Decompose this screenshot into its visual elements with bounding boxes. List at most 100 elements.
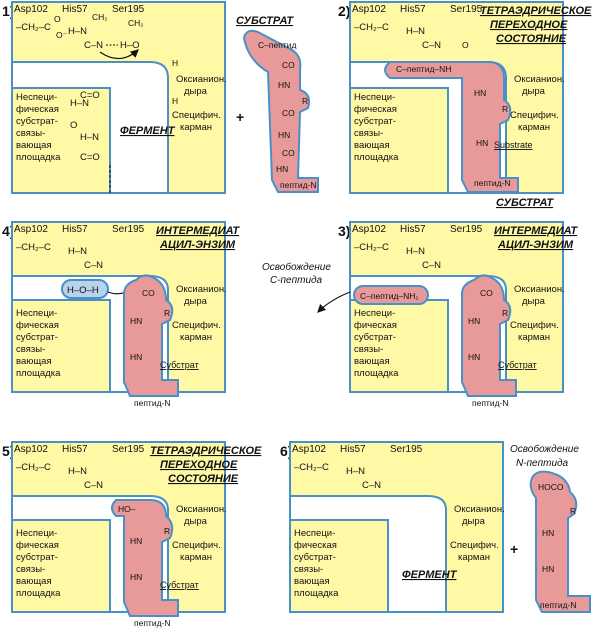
svg-text:N-пептида: N-пептида <box>516 458 569 469</box>
panel-5: 5) Asp102 His57 Ser195 –CH₂–C H–N C–N Ок… <box>2 441 262 628</box>
active-site-cavity <box>289 495 447 613</box>
nonspecific-site: Неспеци- фическая субстрат- связы- вающа… <box>16 528 61 599</box>
substrate-label: Субстрат <box>160 580 199 590</box>
svg-text:R: R <box>164 308 170 318</box>
svg-text:–CH₂–C: –CH₂–C <box>16 242 51 253</box>
ser-ch2: CH₂ <box>128 18 144 28</box>
svg-text:пептид-N: пептид-N <box>472 398 509 408</box>
svg-text:площадка: площадка <box>294 588 339 599</box>
svg-text:Освобождение: Освобождение <box>510 443 579 455</box>
svg-text:ПЕРЕХОДНОЕ: ПЕРЕХОДНОЕ <box>490 19 568 31</box>
release-label-line-2: C-пептида <box>270 275 323 286</box>
oxyanion-label: Оксианион. <box>176 74 227 85</box>
panel-title: ФЕРМЕНТ <box>120 125 176 137</box>
svg-text:–CH₂–C: –CH₂–C <box>294 462 329 473</box>
svg-text:фическая: фическая <box>354 104 397 115</box>
svg-text:связы-: связы- <box>354 128 383 139</box>
substrate-title: СУБСТРАТ <box>236 15 294 27</box>
tetrahedral-substrate <box>111 499 179 617</box>
svg-text:фическая: фическая <box>16 104 59 115</box>
svg-text:пептид-N: пептид-N <box>540 600 577 610</box>
svg-text:связы-: связы- <box>16 128 45 139</box>
acyl-substrate <box>461 274 517 397</box>
svg-text:HN: HN <box>474 88 486 98</box>
svg-text:карман: карман <box>458 552 490 563</box>
n-peptide-release-label: Освобождение N-пептида <box>510 443 579 469</box>
svg-text:O: O <box>462 40 469 50</box>
svg-text:Неспеци-: Неспеци- <box>16 92 57 103</box>
bound-substrate <box>384 61 519 193</box>
svg-text:Ser195: Ser195 <box>112 224 145 235</box>
released-n-peptide <box>529 470 591 613</box>
svg-text:Ser195: Ser195 <box>450 224 483 235</box>
release-label-line-1: Освобождение <box>262 261 331 273</box>
svg-text:Специфич.: Специфич. <box>172 320 221 331</box>
svg-text:O: O <box>70 120 77 131</box>
c-peptide-label: C–пептид <box>258 40 296 50</box>
svg-text:His57: His57 <box>400 224 426 235</box>
released-c-peptide-label: C–пептид–NH₂ <box>360 291 419 301</box>
substrate-label: Субстрат <box>160 360 199 370</box>
svg-text:Неспеци-: Неспеци- <box>16 528 57 539</box>
svg-text:Ser195: Ser195 <box>112 444 145 455</box>
svg-text:CO: CO <box>282 60 295 70</box>
svg-text:фическая: фическая <box>294 540 337 551</box>
svg-text:CO: CO <box>142 288 155 298</box>
svg-text:Asp102: Asp102 <box>292 444 326 455</box>
svg-text:H–N: H–N <box>68 466 87 477</box>
svg-text:ТЕТРАЭДРИЧЕСКОЕ: ТЕТРАЭДРИЧЕСКОЕ <box>480 5 592 17</box>
svg-text:Специфич.: Специфич. <box>450 540 499 551</box>
svg-text:фическая: фическая <box>354 320 397 331</box>
svg-text:карман: карман <box>180 332 212 343</box>
svg-text:Неспеци-: Неспеци- <box>354 92 395 103</box>
svg-text:вающая: вающая <box>354 140 390 151</box>
svg-text:HN: HN <box>278 130 290 140</box>
svg-text:His57: His57 <box>340 444 366 455</box>
svg-text:H–N: H–N <box>68 246 87 257</box>
svg-text:площадка: площадка <box>354 152 399 163</box>
svg-text:Неспеци-: Неспеци- <box>16 308 57 319</box>
nonspecific-site: Неспеци- фическая субстрат- связы- вающа… <box>354 92 399 163</box>
svg-text:H–N: H–N <box>406 26 425 37</box>
svg-text:карман: карман <box>180 552 212 563</box>
svg-text:ТЕТРАЭДРИЧЕСКОЕ: ТЕТРАЭДРИЧЕСКОЕ <box>150 445 262 457</box>
svg-text:Ser195: Ser195 <box>450 4 483 15</box>
svg-text:фическая: фическая <box>16 540 59 551</box>
svg-text:Оксианион.: Оксианион. <box>176 284 227 295</box>
svg-text:R: R <box>164 526 170 536</box>
his57-label: His57 <box>62 4 88 15</box>
svg-text:субстрат-: субстрат- <box>354 332 396 343</box>
svg-text:Asp102: Asp102 <box>352 224 386 235</box>
ho-label: HO– <box>118 504 136 514</box>
svg-text:His57: His57 <box>62 444 88 455</box>
svg-text:АЦИЛ-ЭНЗИМ: АЦИЛ-ЭНЗИМ <box>159 239 236 251</box>
svg-text:карман: карман <box>518 122 550 133</box>
released-c-peptide <box>353 285 429 305</box>
svg-text:HN: HN <box>278 80 290 90</box>
svg-text:R: R <box>502 308 508 318</box>
svg-text:АЦИЛ-ЭНЗИМ: АЦИЛ-ЭНЗИМ <box>497 239 574 251</box>
his-cn: C–N <box>84 40 103 51</box>
svg-text:R: R <box>302 96 308 106</box>
panel-title: ИНТЕРМЕДИАТ АЦИЛ-ЭНЗИМ <box>156 225 240 251</box>
svg-text:Оксианион.: Оксианион. <box>514 74 565 85</box>
water-label: H–O–H <box>67 285 99 296</box>
svg-text:Asp102: Asp102 <box>14 444 48 455</box>
plus-sign: + <box>236 109 244 125</box>
svg-text:His57: His57 <box>400 4 426 15</box>
svg-text:вающая: вающая <box>354 356 390 367</box>
svg-text:HN: HN <box>130 352 142 362</box>
substrate-label: Субстрат <box>498 360 537 370</box>
svg-text:C–N: C–N <box>422 40 441 51</box>
pocket-label: карман <box>180 122 212 133</box>
svg-text:Оксианион.: Оксианион. <box>176 504 227 515</box>
svg-text:HN: HN <box>468 352 480 362</box>
step-number: 2) <box>338 3 350 19</box>
oxyanion-h-2: H <box>172 96 178 106</box>
svg-text:связы-: связы- <box>16 344 45 355</box>
svg-text:вающая: вающая <box>294 576 330 587</box>
nonspecific-site: Неспеци- фическая субстрат- связы- вающа… <box>16 90 100 163</box>
svg-text:HN: HN <box>130 572 142 582</box>
svg-text:субстрат-: субстрат- <box>354 116 396 127</box>
substrate-peptide <box>242 29 319 193</box>
